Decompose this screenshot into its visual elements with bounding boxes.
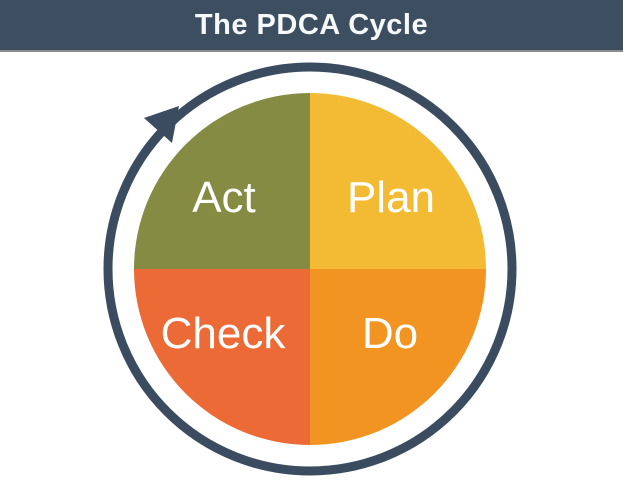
header-bar: The PDCA Cycle xyxy=(0,0,623,52)
cycle-ring xyxy=(103,62,517,476)
segment-check xyxy=(134,269,310,445)
cycle-arrow-icon xyxy=(144,106,179,143)
segment-act xyxy=(134,93,310,269)
segment-plan-label: Plan xyxy=(347,173,435,222)
segment-do-label: Do xyxy=(362,309,418,358)
segment-do xyxy=(310,269,486,445)
pdca-diagram: Act Plan Check Do xyxy=(0,52,623,487)
segment-check-label: Check xyxy=(161,309,287,358)
segment-act-label: Act xyxy=(192,173,256,222)
page-title: The PDCA Cycle xyxy=(194,9,429,41)
pdca-diagram-svg: Act Plan Check Do xyxy=(103,62,517,476)
segment-plan xyxy=(310,93,486,269)
